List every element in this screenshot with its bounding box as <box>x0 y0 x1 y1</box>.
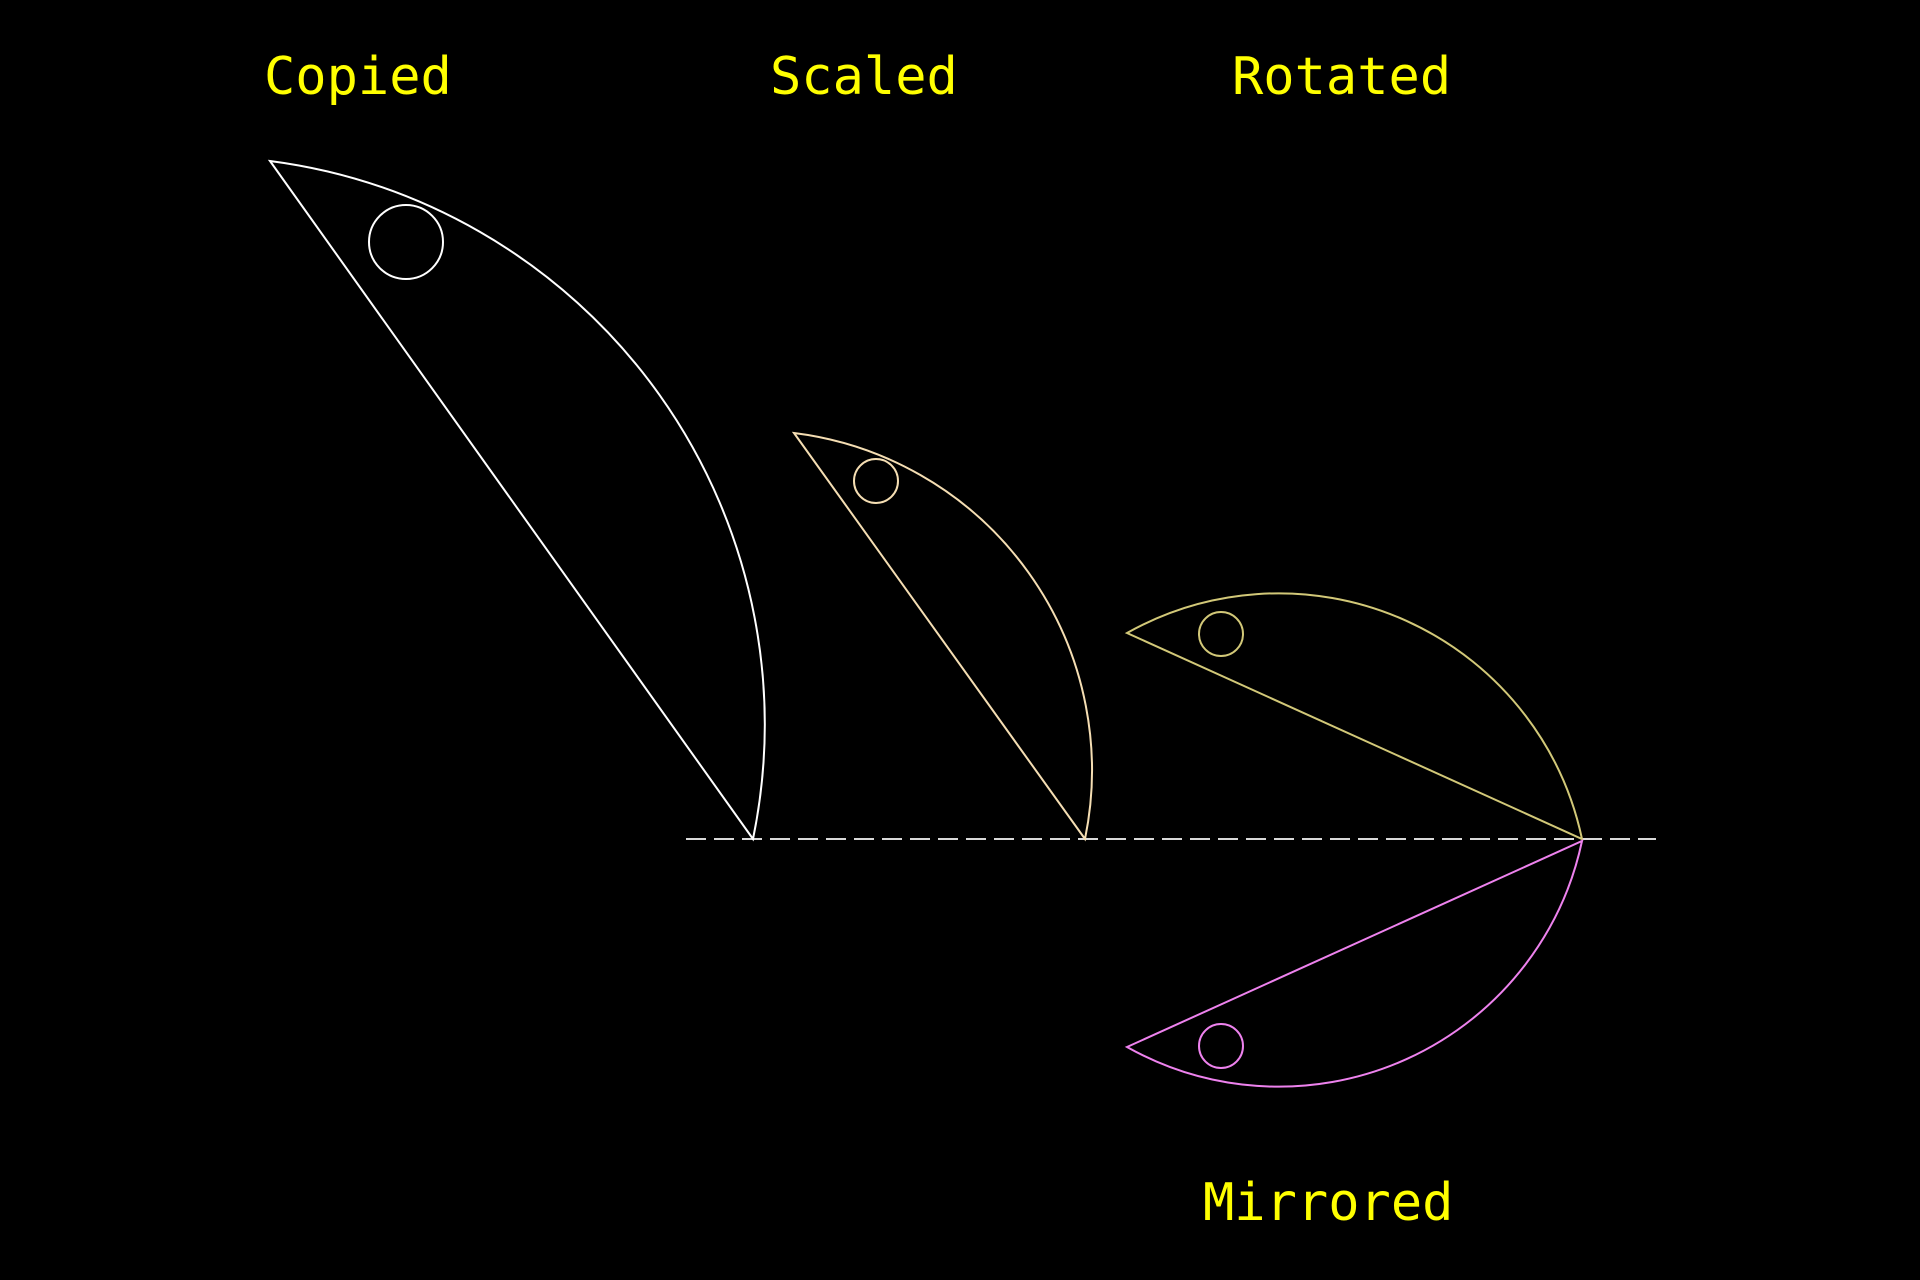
scaled-eye <box>853 458 899 504</box>
label-copied: Copied <box>264 47 452 107</box>
rotated-shape <box>1124 592 1584 841</box>
scaled-shape <box>791 431 1093 842</box>
rotated-outline <box>1124 592 1584 841</box>
copied-shape <box>267 159 766 842</box>
scaled-outline <box>791 431 1093 842</box>
label-rotated: Rotated <box>1232 47 1451 107</box>
label-mirrored: Mirrored <box>1203 1173 1453 1233</box>
copied-eye <box>368 204 444 280</box>
mirrored-shape <box>1124 839 1584 1088</box>
mirrored-outline <box>1124 839 1584 1088</box>
copied-outline <box>267 159 766 842</box>
rotated-eye <box>1198 611 1244 657</box>
mirrored-eye <box>1198 1023 1244 1069</box>
label-scaled: Scaled <box>770 47 958 107</box>
